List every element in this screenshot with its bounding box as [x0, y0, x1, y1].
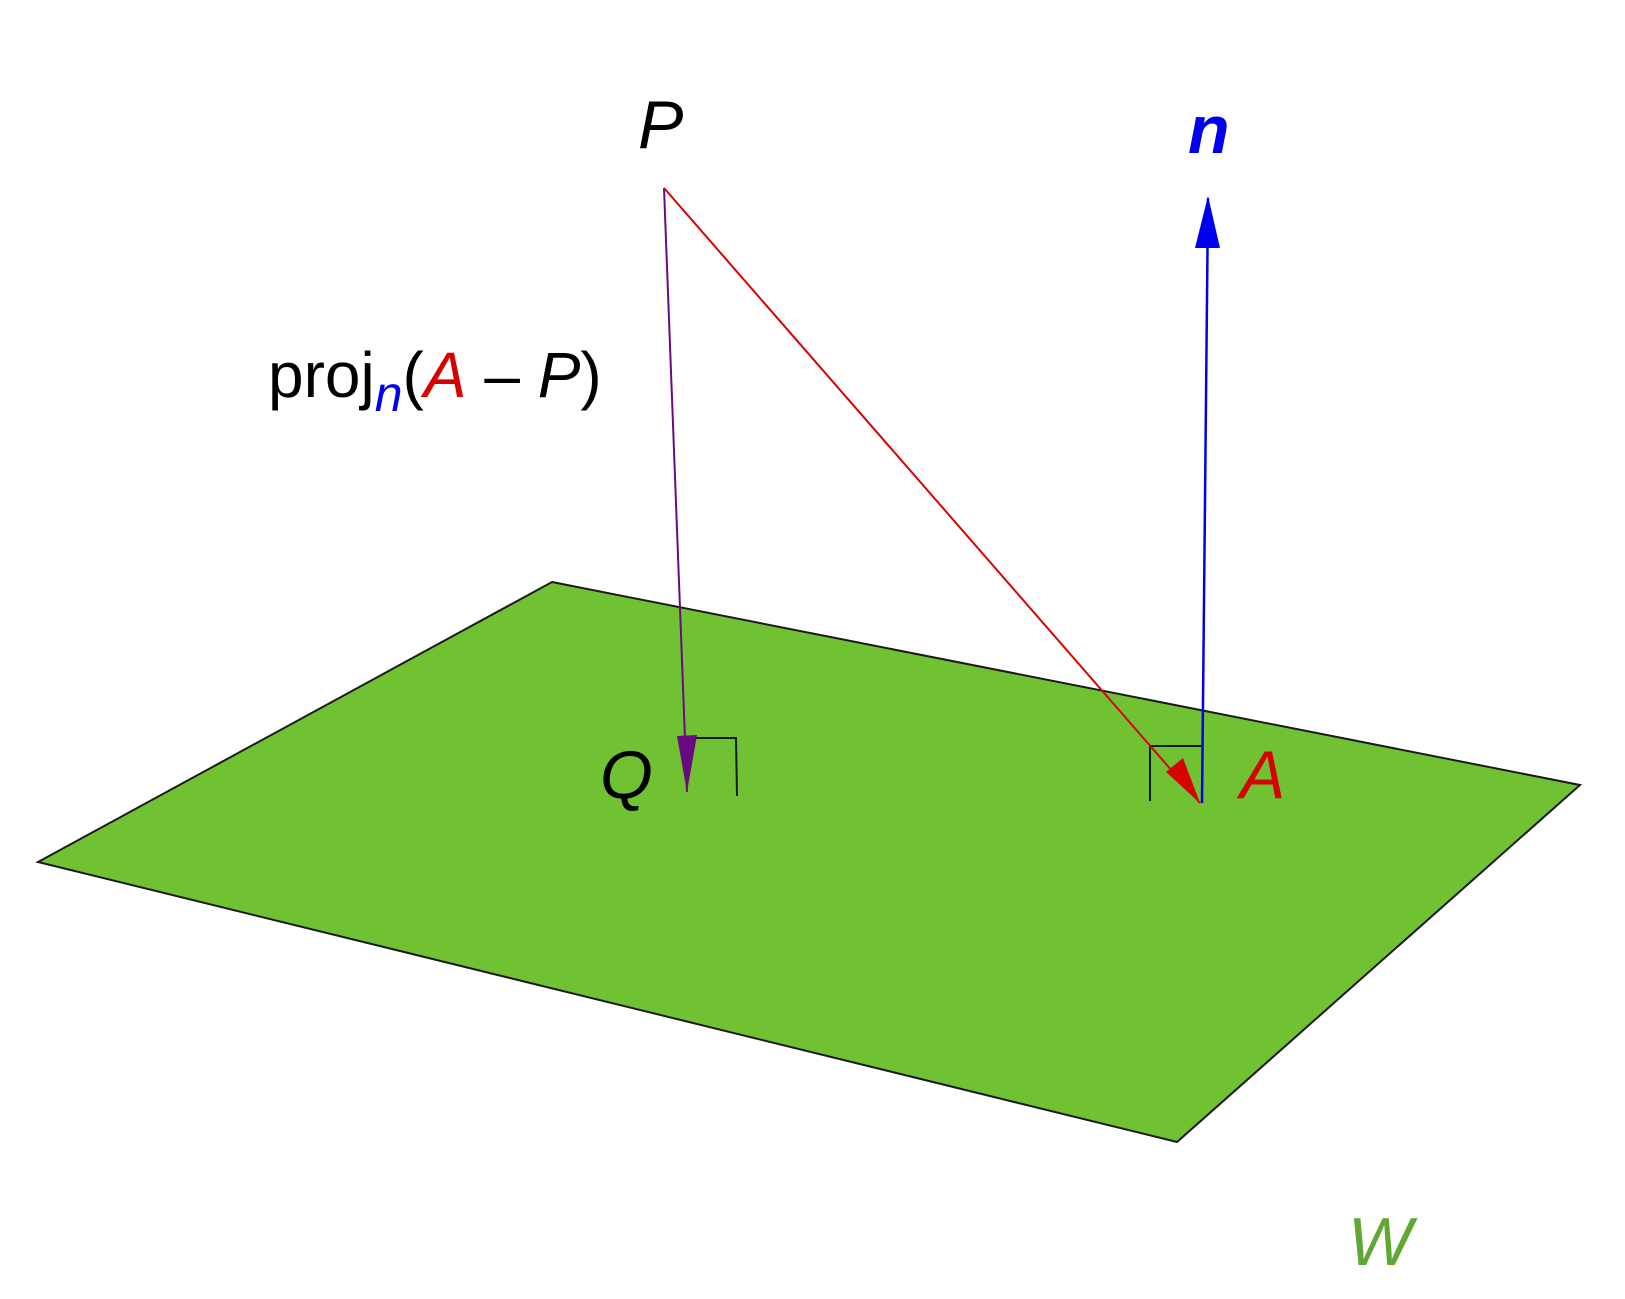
normal-vector-n: [1200, 197, 1210, 804]
a-minus-p-arrowhead: [1166, 758, 1200, 803]
projection-vector-arrowhead: [677, 735, 697, 792]
a-minus-p-vector: [663, 187, 1201, 804]
label-n: n: [1188, 92, 1230, 168]
projection-prefix: proj: [268, 339, 375, 411]
label-a: A: [1236, 737, 1285, 813]
projection-vector: [663, 187, 688, 793]
label-projection: projn(A – P): [268, 339, 602, 422]
normal-vector-arrowhead: [1195, 196, 1220, 248]
label-q: Q: [600, 737, 653, 813]
projection-open-paren: (: [403, 339, 424, 411]
plane-w: [35, 580, 1583, 1144]
label-p: P: [638, 87, 683, 163]
projection-minus: –: [467, 339, 538, 411]
projection-subscript: n: [375, 366, 403, 422]
projection-term-a: A: [420, 339, 467, 411]
projection-term-p: P: [538, 339, 581, 411]
right-angle-marker-q: [684, 737, 738, 797]
label-w: W: [1348, 1204, 1418, 1280]
projection-close-paren: ): [580, 339, 601, 411]
